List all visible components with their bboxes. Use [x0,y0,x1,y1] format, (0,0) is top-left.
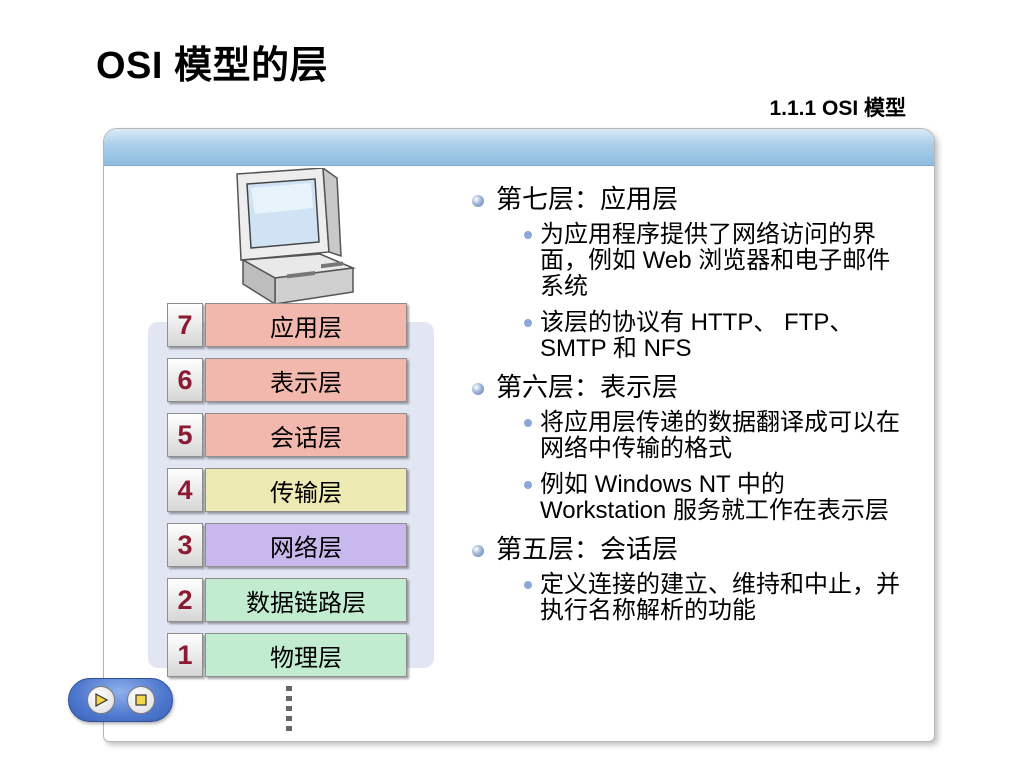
sub-bullet: 例如 Windows NT 中的 Workstation 服务就工作在表示层 [522,472,910,524]
layer-number: 3 [167,523,203,567]
bullet-text: 第六层：表示层 [496,372,679,402]
sub-bullet-dot-icon [524,581,532,589]
layer-label: 应用层 [205,303,407,347]
bullet-dot-icon [472,195,484,207]
continuation-dots [286,686,292,736]
sub-bullet-text: 例如 Windows NT 中的 Workstation 服务就工作在表示层 [540,471,889,524]
panel-header [104,129,934,166]
computer-icon [236,168,356,306]
layer-5-session: 5 会话层 [167,413,407,457]
bullet-layer-5: 第五层：会话层 [470,534,910,564]
layer-7-application: 7 应用层 [167,303,407,347]
layer-number: 6 [167,358,203,402]
layer-number: 7 [167,303,203,347]
stop-button[interactable] [127,686,155,714]
play-button[interactable] [87,686,115,714]
layer-1-physical: 1 物理层 [167,633,407,677]
layer-label: 会话层 [205,413,407,457]
bullet-list: 第七层：应用层 为应用程序提供了网络访问的界面，例如 Web 浏览器和电子邮件 … [470,184,910,634]
animation-controls [68,678,173,722]
stop-icon [135,694,147,706]
layer-label: 传输层 [205,468,407,512]
sub-bullet-dot-icon [524,319,532,327]
play-icon [95,692,109,708]
bullet-layer-6: 第六层：表示层 [470,372,910,402]
bullet-dot-icon [472,545,484,557]
sub-bullet: 为应用程序提供了网络访问的界面，例如 Web 浏览器和电子邮件 系统 [522,222,910,300]
layer-3-network: 3 网络层 [167,523,407,567]
layer-number: 4 [167,468,203,512]
slide-title: OSI 模型的层 [96,45,329,87]
sub-bullet: 该层的协议有 HTTP、 FTP、SMTP 和 NFS [522,310,910,362]
layer-4-transport: 4 传输层 [167,468,407,512]
bullet-dot-icon [472,383,484,395]
layer-label: 表示层 [205,358,407,402]
sub-bullet-text: 将应用层传递的数据翻译成可以在网络中传输的格式 [540,409,900,462]
sub-bullet-text: 为应用程序提供了网络访问的界面，例如 Web 浏览器和电子邮件 系统 [540,221,891,300]
layer-number: 2 [167,578,203,622]
slide-subtitle: 1.1.1 OSI 模型 [769,97,906,120]
layer-number: 1 [167,633,203,677]
sub-bullet-text: 定义连接的建立、维持和中止，并执行名称解析的功能 [540,571,900,624]
bullet-text: 第七层：应用层 [496,184,679,214]
layer-label: 数据链路层 [205,578,407,622]
sub-bullet-dot-icon [524,481,532,489]
sub-bullet-text: 该层的协议有 HTTP、 FTP、SMTP 和 NFS [540,309,854,362]
bullet-layer-7: 第七层：应用层 [470,184,910,214]
sub-bullet: 定义连接的建立、维持和中止，并执行名称解析的功能 [522,572,910,624]
sub-bullet: 将应用层传递的数据翻译成可以在网络中传输的格式 [522,410,910,462]
layer-6-presentation: 6 表示层 [167,358,407,402]
bullet-text: 第五层：会话层 [496,534,679,564]
sub-bullet-dot-icon [524,231,532,239]
layer-label: 网络层 [205,523,407,567]
layer-2-data-link: 2 数据链路层 [167,578,407,622]
sub-bullet-dot-icon [524,419,532,427]
layer-number: 5 [167,413,203,457]
layer-label: 物理层 [205,633,407,677]
